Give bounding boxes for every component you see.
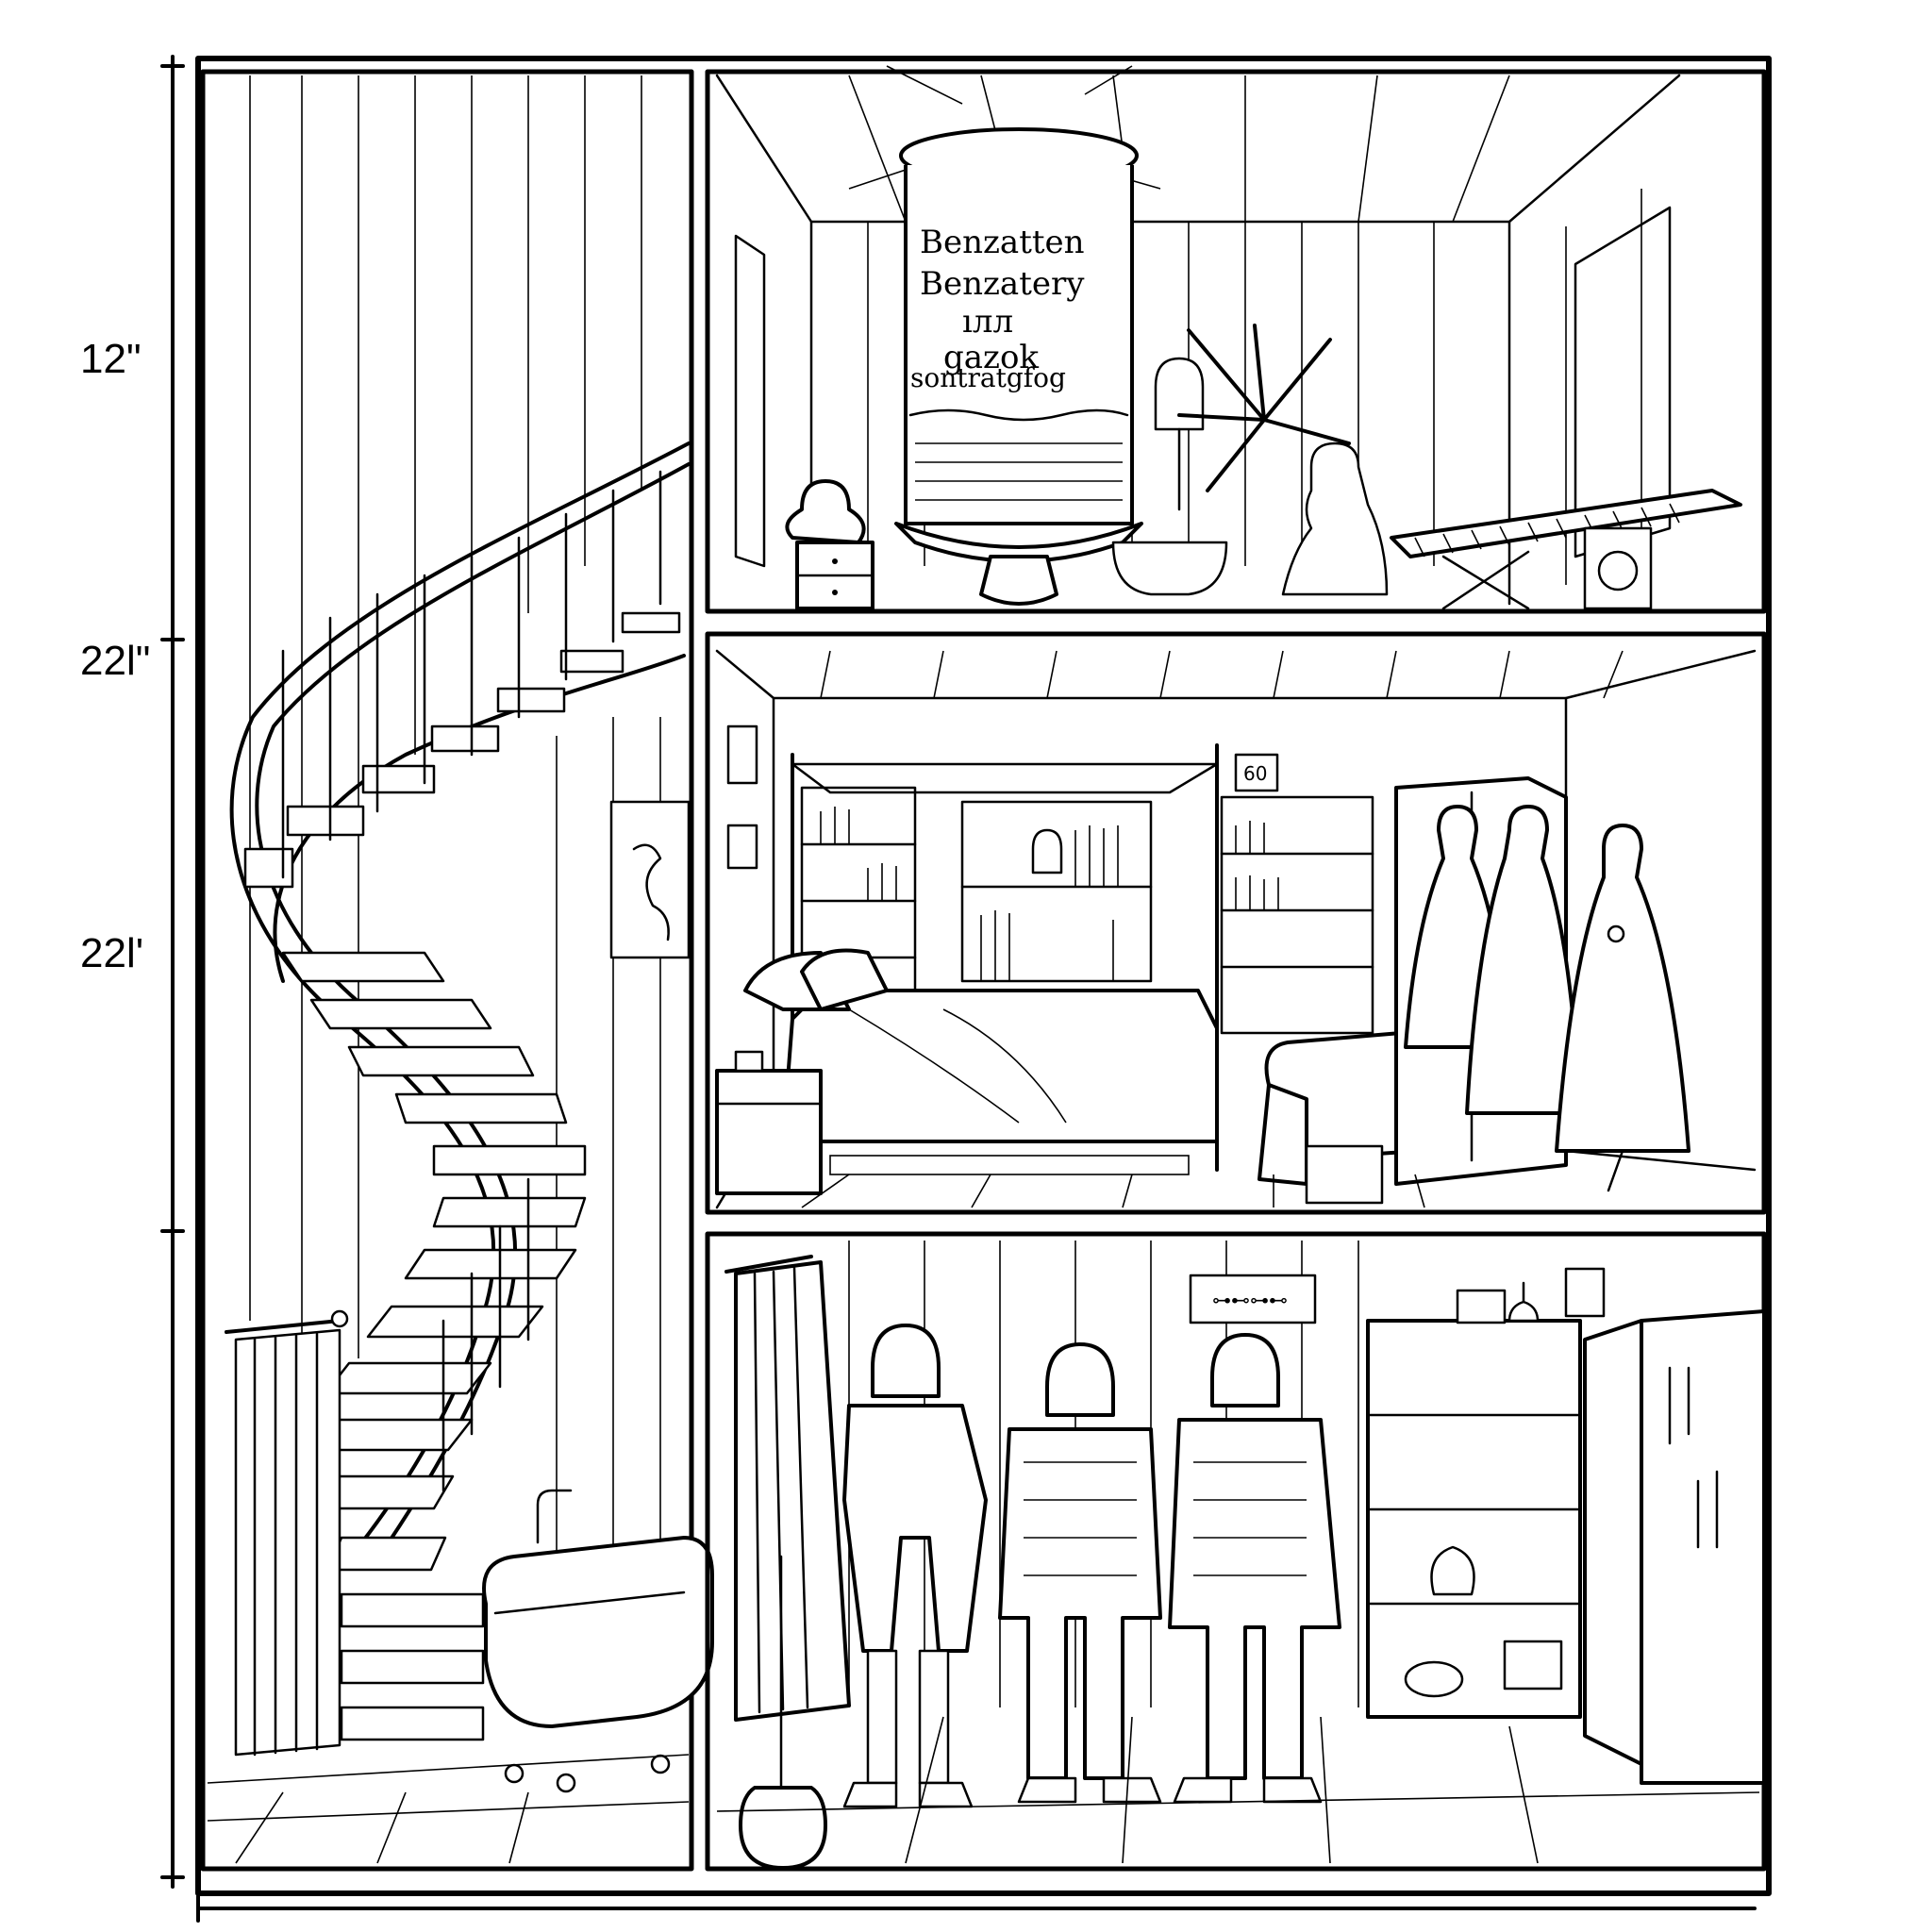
armchair <box>1257 1031 1431 1205</box>
small-cabinet <box>785 479 874 610</box>
wall-art-frame <box>609 800 691 959</box>
picture-frame <box>726 824 758 870</box>
canopy-bed <box>743 743 1219 1175</box>
picture-frame <box>726 724 758 785</box>
curtain <box>225 1309 349 1757</box>
wall-plaque-text: ⊶⊷⊶⊷ <box>1212 1289 1288 1311</box>
dimension-label-top: 12" <box>80 336 142 382</box>
shelf-frame <box>1564 1267 1606 1318</box>
wall-clock-text: 60 <box>1243 762 1267 785</box>
dimension-lines: 12" 22l" 22l' <box>80 55 1757 1923</box>
stair-treads <box>243 611 681 1741</box>
chainmail-armor <box>998 1342 1162 1804</box>
staircase-panel <box>200 69 714 1872</box>
knight-armor-plate <box>1168 1333 1341 1804</box>
bookshelf-center <box>960 800 1153 983</box>
dress-form-icon <box>1404 805 1690 1192</box>
cylinder-label-line-3: ıлл <box>962 303 1013 341</box>
glass-cylinder: Benzatten Benzatery ıлл gazok sontratgfo… <box>894 127 1143 606</box>
stair-balusters <box>281 470 662 1492</box>
left-door <box>734 234 766 568</box>
kneeling-figure <box>1281 441 1389 596</box>
wall-clock <box>1234 753 1279 792</box>
bookshelf-right <box>1220 795 1374 1035</box>
top-room-panel: Benzatten Benzatery ıлл gazok sontratgfo… <box>705 65 1767 614</box>
wall-lamp <box>1154 357 1205 431</box>
dimension-label-upper-middle: 22l" <box>80 638 150 684</box>
display-shelf <box>1366 1319 1582 1719</box>
glass-cabinet <box>1583 1309 1766 1785</box>
keyboard-instrument-icon <box>1390 489 1742 610</box>
wall-plaque <box>1189 1274 1317 1324</box>
cylinder-label-line-4: gazok <box>943 339 1039 376</box>
clawfoot-bathtub-icon <box>482 1489 714 1793</box>
knight-armor-icon <box>842 1324 988 1808</box>
nightstand <box>715 1050 823 1195</box>
labeled-jar <box>1503 1640 1563 1690</box>
bedroom-panel: 60 <box>705 631 1767 1215</box>
cylinder-label-line-5: sontratgfog <box>910 362 1066 393</box>
sparkle-star <box>1177 324 1351 492</box>
right-door <box>1574 206 1672 558</box>
dimension-label-lower-middle: 22l' <box>80 930 143 976</box>
cylinder-label-line-1: Benzatten <box>920 224 1085 261</box>
cooking-pot <box>1111 541 1228 596</box>
outer-frame <box>195 56 1772 1896</box>
armory-curtain <box>724 1255 851 1794</box>
cylinder-label-line-2: Benzatery <box>920 265 1085 303</box>
shelf-bottle <box>1507 1281 1540 1323</box>
bedroom-ceiling-boards <box>820 650 1624 699</box>
shelf-box <box>1456 1289 1507 1324</box>
armory-panel: ⊶⊷⊶⊷ <box>705 1231 1767 1872</box>
floor-jar <box>739 1786 827 1870</box>
